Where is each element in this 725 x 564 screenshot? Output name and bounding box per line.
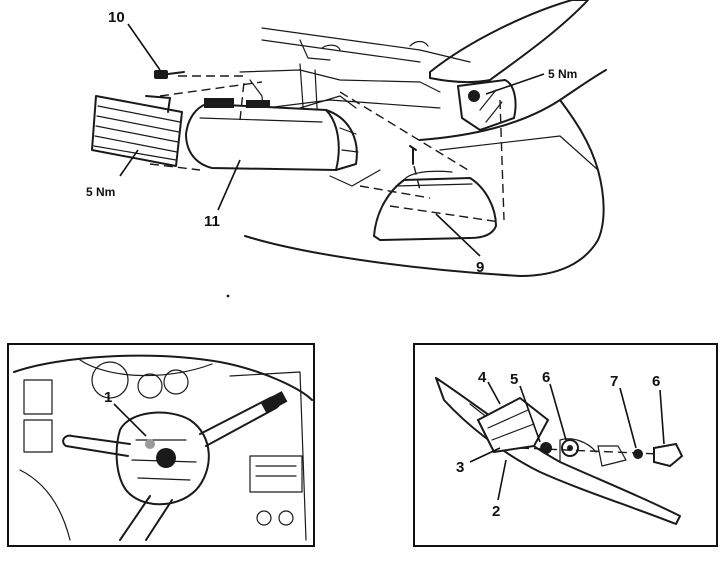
callout-part-6a: 6 (542, 369, 550, 386)
callout-part-4: 4 (478, 369, 487, 386)
front-grille (91, 95, 183, 167)
mounting-bracket (457, 79, 517, 131)
headlamp-exploded-view: 10 5 Nm 11 9 5 Nm (86, 0, 607, 298)
inset-frame-left (7, 343, 315, 547)
headlamp-unit (184, 95, 381, 187)
callout-corner-lamp: 9 (476, 259, 484, 276)
callout-part-7: 7 (610, 373, 618, 390)
callout-part-6b: 6 (652, 373, 660, 390)
screw (154, 70, 185, 79)
undercover-inset: 2 3 4 5 6 7 6 (413, 343, 718, 547)
fender-edge (419, 69, 607, 141)
callout-screw: 10 (108, 9, 125, 26)
callout-part-2: 2 (492, 503, 500, 520)
callout-grille-torque: 5 Nm (86, 185, 115, 199)
callout-bracket-torque: 5 Nm (548, 67, 577, 81)
callout-switch: 1 (104, 389, 112, 406)
callout-headlamp: 11 (204, 213, 220, 230)
corner-lamp-screw (409, 145, 417, 165)
column-switch-inset: 1 (7, 343, 315, 547)
assembly-guides (149, 75, 505, 223)
callout-part-5: 5 (510, 371, 518, 388)
front-bumper (244, 99, 605, 277)
callout-part-3: 3 (456, 459, 464, 476)
hood-panel (429, 0, 589, 84)
